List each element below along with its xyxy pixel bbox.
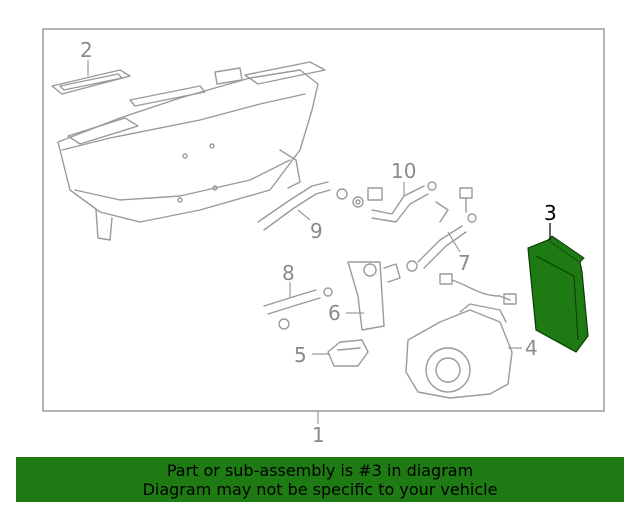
part-4-blower [405, 303, 513, 399]
callout-4: 4 [525, 336, 538, 360]
parts-diagram: 1 2 3 4 5 6 7 8 9 10 [42, 28, 605, 447]
banner-line-1: Part or sub-assembly is #3 in diagram [166, 461, 474, 480]
part-5-motor [327, 339, 369, 367]
part-3-highlighted [527, 235, 589, 353]
callout-9: 9 [310, 219, 323, 243]
part-7-sensor [417, 225, 517, 305]
part-10-hose [367, 181, 437, 223]
callout-1: 1 [312, 423, 325, 447]
callout-10: 10 [391, 159, 416, 183]
hvac-case [57, 61, 326, 241]
part-8-hose [263, 287, 333, 330]
part-2-gasket [51, 69, 131, 95]
callout-2: 2 [80, 38, 93, 62]
info-banner: Part or sub-assembly is #3 in diagram Di… [16, 457, 624, 502]
part-9-hose [257, 181, 364, 231]
callout-7: 7 [458, 251, 471, 275]
callout-5: 5 [294, 343, 307, 367]
banner-line-2: Diagram may not be specific to your vehi… [142, 480, 498, 499]
diagram-frame [42, 28, 605, 412]
callout-3: 3 [544, 201, 557, 225]
part-6-actuator [347, 260, 418, 331]
callout-6: 6 [328, 301, 341, 325]
bolt-bracket [435, 187, 477, 223]
callout-8: 8 [282, 261, 295, 285]
